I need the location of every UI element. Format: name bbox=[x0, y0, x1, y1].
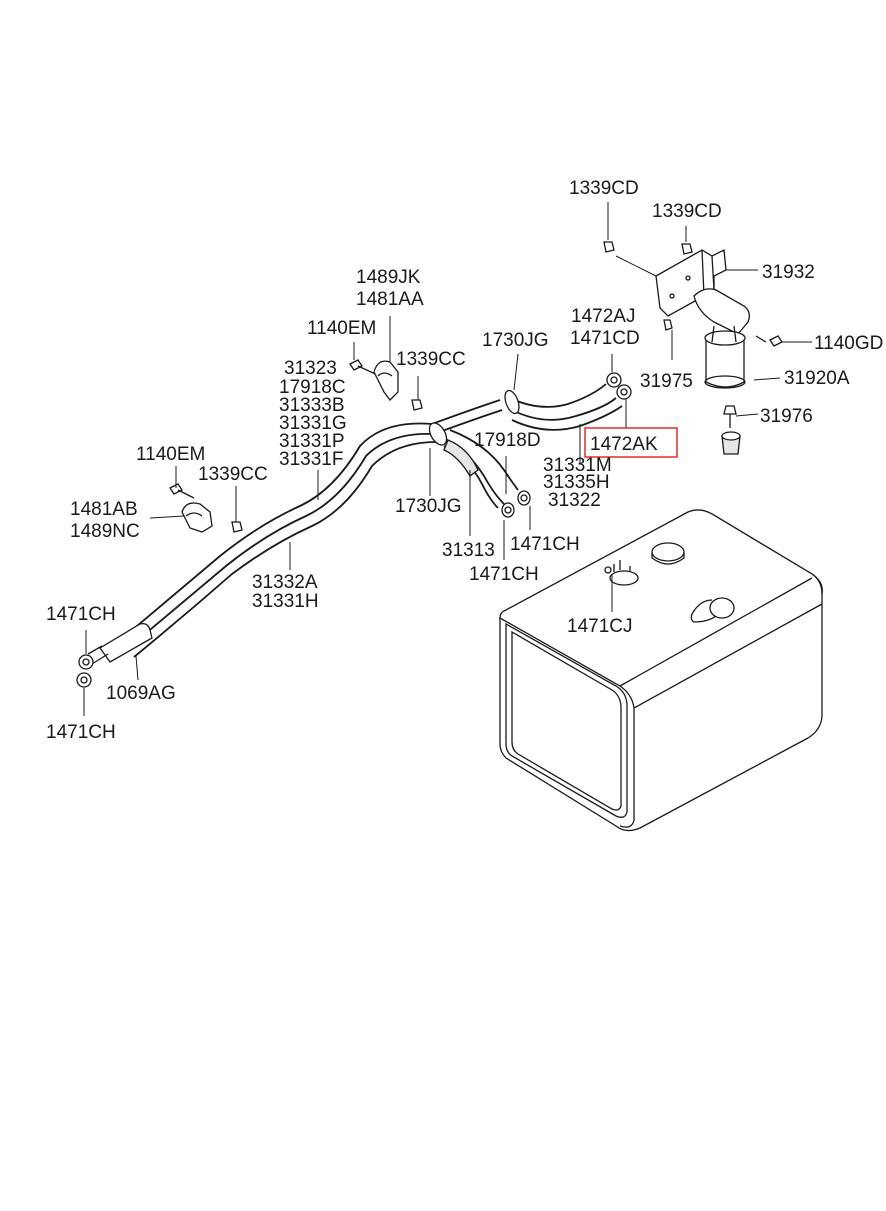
label-1481AA[interactable]: 1481AA bbox=[356, 289, 424, 310]
label-1471CH-d[interactable]: 1471CH bbox=[46, 722, 116, 743]
label-1471CH-c[interactable]: 1471CH bbox=[46, 604, 116, 625]
leader-lines bbox=[83, 202, 812, 716]
label-31932[interactable]: 31932 bbox=[762, 262, 815, 283]
highlight-box bbox=[584, 427, 678, 458]
nut-icon[interactable] bbox=[76, 241, 693, 688]
label-1489NC[interactable]: 1489NC bbox=[70, 521, 140, 542]
label-31331M[interactable]: 31331M bbox=[543, 455, 612, 476]
label-31332A[interactable]: 31332A bbox=[252, 572, 318, 593]
label-1140EM-b[interactable]: 1140EM bbox=[136, 444, 205, 465]
filter-bracket-icon[interactable] bbox=[655, 248, 727, 317]
label-31920A[interactable]: 31920A bbox=[784, 368, 850, 389]
mounting-bracket-icon[interactable] bbox=[181, 360, 399, 533]
hose-clamp-icon[interactable] bbox=[426, 389, 522, 477]
label-31322[interactable]: 31322 bbox=[548, 490, 601, 511]
label-1730JG-a[interactable]: 1730JG bbox=[482, 330, 549, 351]
label-1069AG[interactable]: 1069AG bbox=[106, 683, 176, 704]
label-1339CC-b[interactable]: 1339CC bbox=[198, 464, 268, 485]
label-31975[interactable]: 31975 bbox=[640, 371, 693, 392]
label-1481AB[interactable]: 1481AB bbox=[70, 499, 138, 520]
label-1471CD[interactable]: 1471CD bbox=[570, 328, 640, 349]
label-17918D[interactable]: 17918D bbox=[474, 430, 541, 451]
label-31976[interactable]: 31976 bbox=[760, 406, 813, 427]
label-1339CC-a[interactable]: 1339CC bbox=[396, 349, 466, 370]
fuel-tank-icon[interactable] bbox=[498, 509, 823, 832]
label-1471CH-b[interactable]: 1471CH bbox=[469, 564, 539, 585]
label-31331H[interactable]: 31331H bbox=[252, 591, 319, 612]
label-1339CD-a[interactable]: 1339CD bbox=[569, 178, 639, 199]
label-31335H[interactable]: 31335H bbox=[543, 472, 610, 493]
label-31333B[interactable]: 31333B bbox=[279, 395, 345, 416]
fuel-filter-icon[interactable] bbox=[693, 288, 750, 389]
part-labels: 1339CD 1339CD 31932 1489JK 1481AA 1140EM… bbox=[46, 178, 883, 743]
label-1472AK[interactable]: 1472AK bbox=[590, 434, 658, 455]
label-1471CJ[interactable]: 1471CJ bbox=[567, 616, 633, 637]
label-1140GD[interactable]: 1140GD bbox=[814, 333, 883, 354]
label-1339CD-b[interactable]: 1339CD bbox=[652, 201, 722, 222]
label-1730JG-b[interactable]: 1730JG bbox=[395, 496, 462, 517]
label-31331P[interactable]: 31331P bbox=[279, 431, 345, 452]
label-17918C[interactable]: 17918C bbox=[279, 377, 346, 398]
label-1489JK[interactable]: 1489JK bbox=[356, 267, 421, 288]
label-1140EM-a[interactable]: 1140EM bbox=[307, 318, 376, 339]
label-31331G[interactable]: 31331G bbox=[279, 413, 347, 434]
bolt-icon[interactable] bbox=[169, 335, 783, 499]
label-31331F[interactable]: 31331F bbox=[279, 449, 343, 470]
label-31323[interactable]: 31323 bbox=[284, 358, 337, 379]
drain-valve-icon[interactable] bbox=[721, 405, 741, 455]
label-1471CH-a[interactable]: 1471CH bbox=[510, 534, 580, 555]
label-31313[interactable]: 31313 bbox=[442, 540, 495, 561]
label-1472AJ[interactable]: 1472AJ bbox=[571, 306, 635, 327]
